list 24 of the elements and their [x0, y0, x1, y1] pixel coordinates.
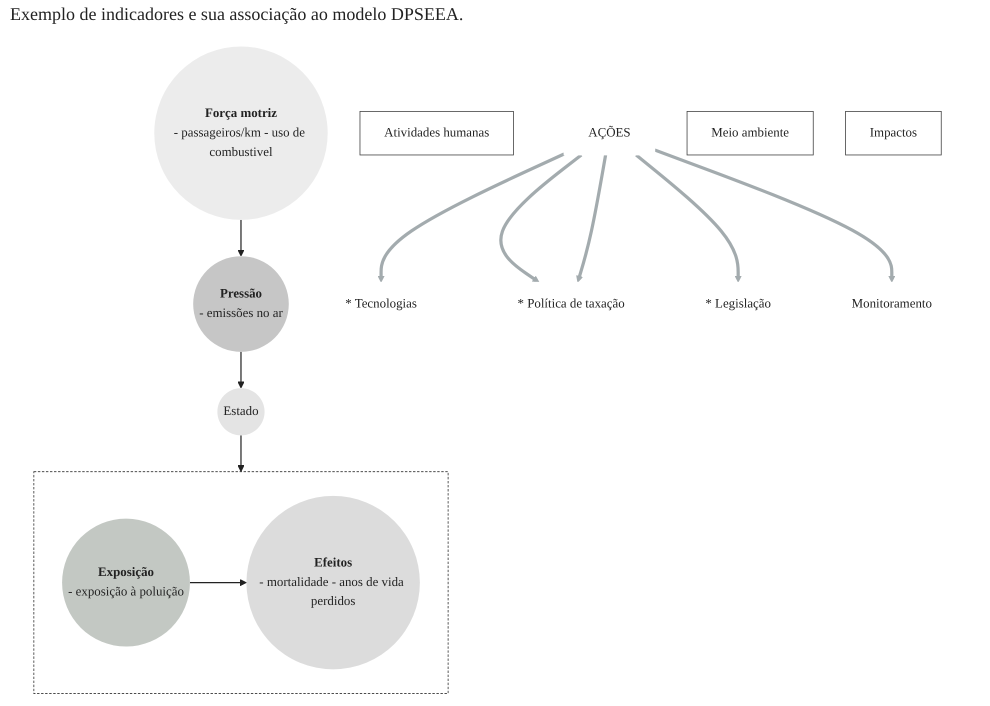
node-text: * Legislação	[705, 296, 771, 310]
arrow	[576, 154, 608, 283]
node-text: Monitoramento	[852, 296, 932, 310]
cluster	[33, 471, 449, 694]
arrow	[237, 220, 245, 257]
node-text: * Política de taxação	[518, 296, 625, 310]
node-circle: Pressão - emissões no ar	[193, 256, 289, 352]
arrow	[237, 435, 245, 472]
node-text: * Tecnologias	[345, 296, 417, 310]
node-box: Impactos	[845, 111, 942, 156]
node-circle: Estado	[217, 388, 265, 436]
node-circle: Exposição - exposição à poluição	[62, 518, 190, 647]
node-text: AÇÕES	[588, 126, 631, 140]
arrow	[237, 352, 245, 388]
arrow	[378, 152, 565, 283]
arrow	[190, 579, 247, 586]
node-circle: Força motriz - passageiros/km - uso de combustivel	[154, 46, 328, 220]
arrow	[499, 154, 582, 283]
node-box: Atividades humanas	[360, 111, 514, 156]
arrow	[635, 154, 742, 283]
arrow	[654, 148, 896, 283]
node-box: Meio ambiente	[686, 111, 814, 156]
node-circle: Efeitos - mortalidade - anos de vida perdidos	[246, 496, 420, 670]
diagram-title: Exemplo de indicadores e sua associação ao modelo DPSEEA.	[9, 3, 464, 26]
